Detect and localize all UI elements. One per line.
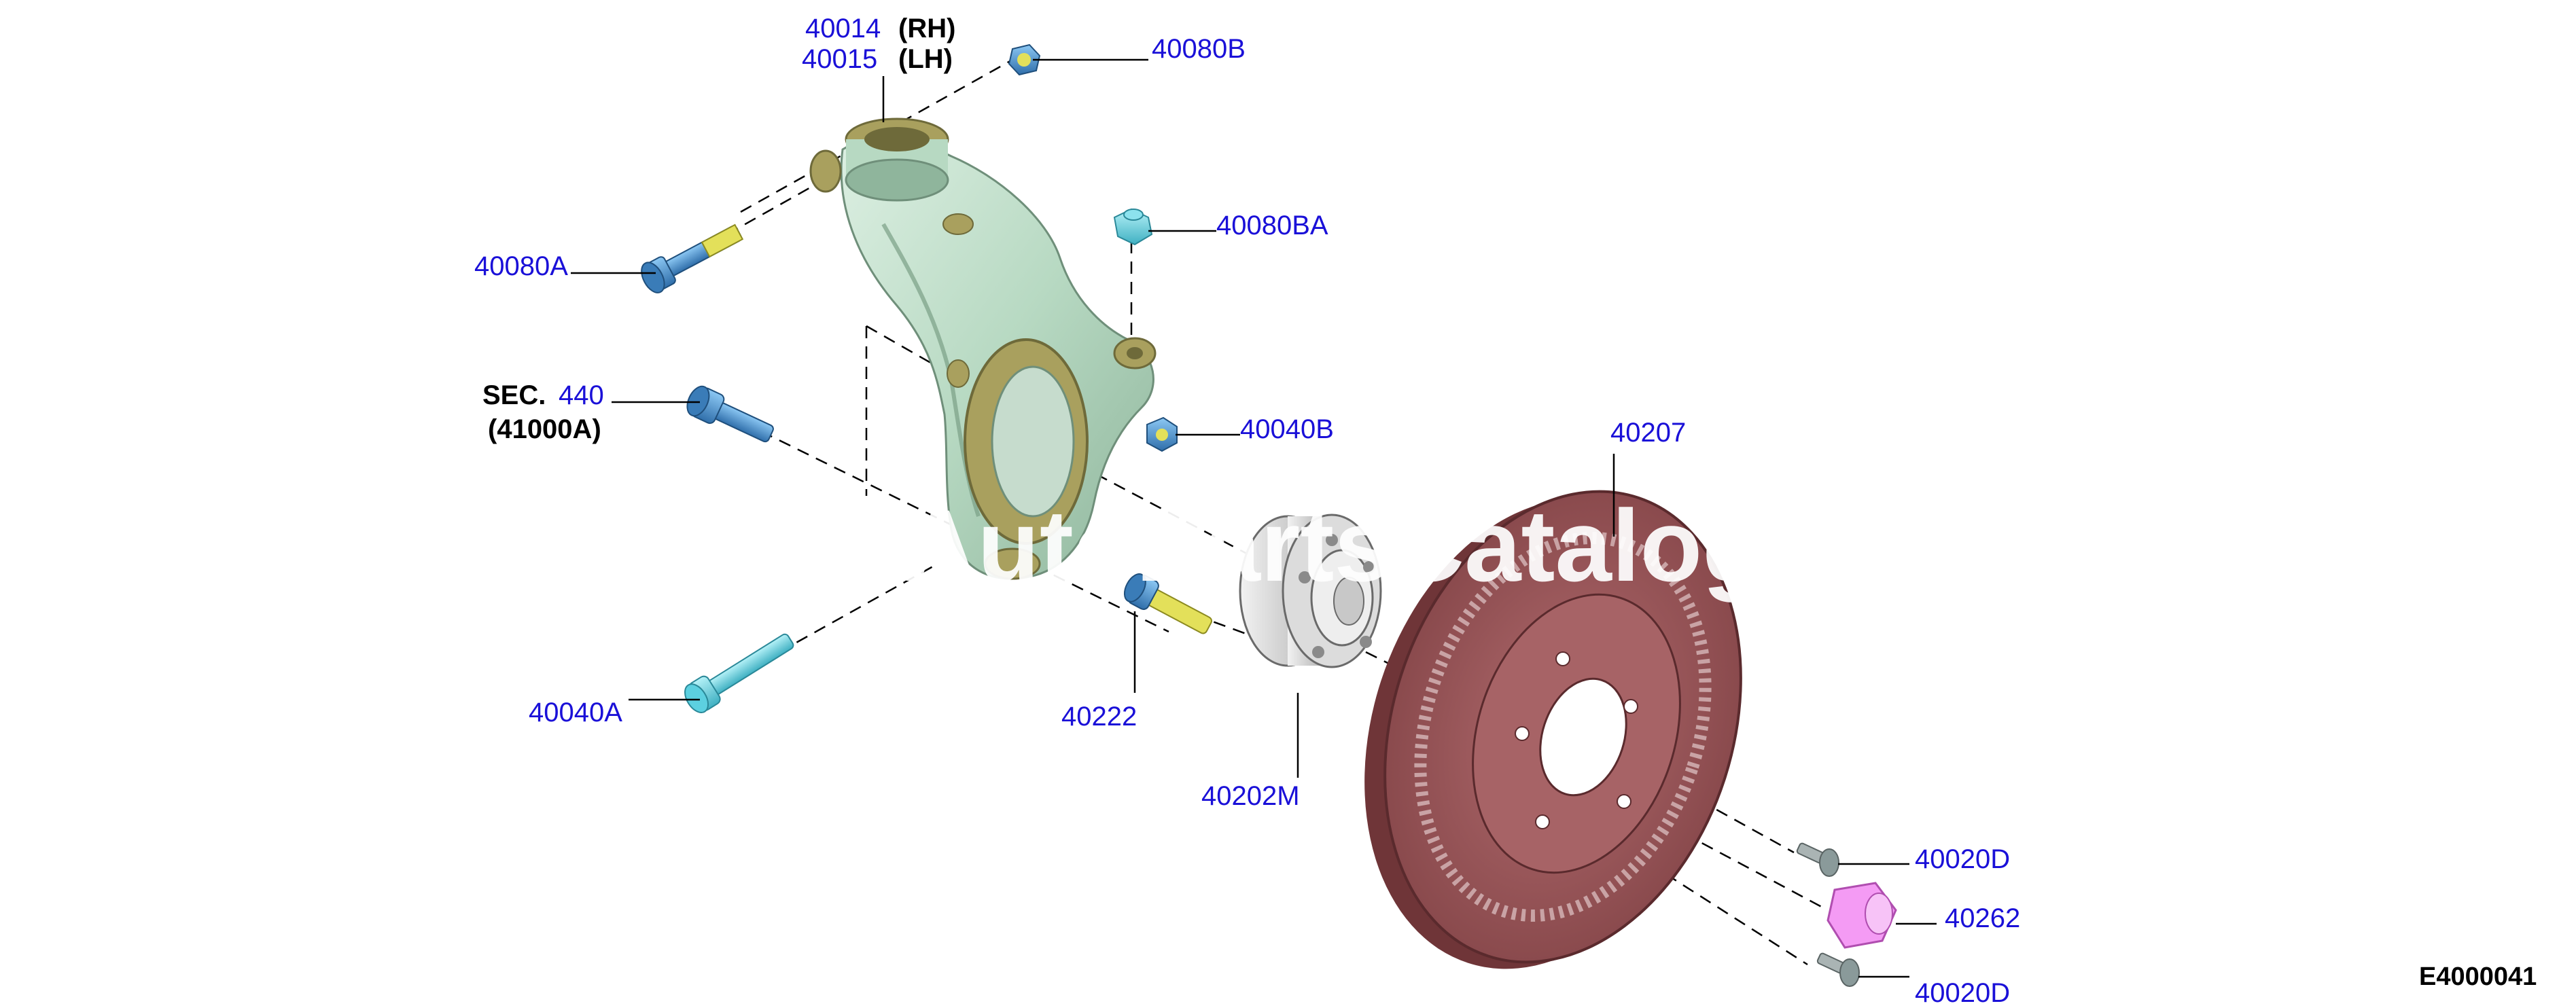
bolt-40222 xyxy=(1123,573,1212,634)
label-40020D-bottom: 40020D xyxy=(1915,978,2010,1008)
label-40207: 40207 xyxy=(1610,418,1686,448)
label-41000A: (41000A) xyxy=(488,414,601,444)
leader-lines xyxy=(571,58,1937,978)
label-40014: 40014 xyxy=(805,14,881,43)
label-40080BA: 40080BA xyxy=(1216,211,1328,240)
label-sec: SEC. xyxy=(482,380,546,410)
label-40015: 40015 xyxy=(802,44,877,74)
label-440: 440 xyxy=(559,380,604,410)
screw-40020D-bottom xyxy=(1816,952,1860,987)
callout-labels: 40014 (RH) 40015 (LH) 40080B 40080BA 400… xyxy=(474,14,2020,1008)
label-40040B: 40040B xyxy=(1240,414,1334,444)
label-40080A: 40080A xyxy=(474,251,568,281)
brake-rotor-40207 xyxy=(1364,490,1742,969)
label-40262: 40262 xyxy=(1945,903,2020,933)
nut-40040B xyxy=(1146,416,1178,452)
label-40080B: 40080B xyxy=(1152,34,1246,64)
steering-knuckle xyxy=(809,118,1157,580)
nut-40080B xyxy=(1008,43,1041,76)
watermark-text: AutoPartsCatalogs xyxy=(904,488,1821,602)
bolt-40080A xyxy=(641,223,744,293)
label-lh: (LH) xyxy=(898,44,953,74)
bolt-sec-440 xyxy=(686,385,774,443)
label-40222: 40222 xyxy=(1061,702,1137,732)
figure-reference: E4000041 xyxy=(2419,962,2537,991)
label-40202M: 40202M xyxy=(1201,781,1300,811)
screw-40020D-top xyxy=(1796,842,1839,877)
nut-40080BA xyxy=(1113,208,1153,246)
bolt-40040A xyxy=(684,633,794,713)
clip-40262 xyxy=(1827,882,1897,949)
label-rh: (RH) xyxy=(898,14,955,43)
label-40020D-top: 40020D xyxy=(1915,844,2010,874)
label-40040A: 40040A xyxy=(529,698,622,727)
hub-bearing-40202M xyxy=(1239,514,1382,668)
